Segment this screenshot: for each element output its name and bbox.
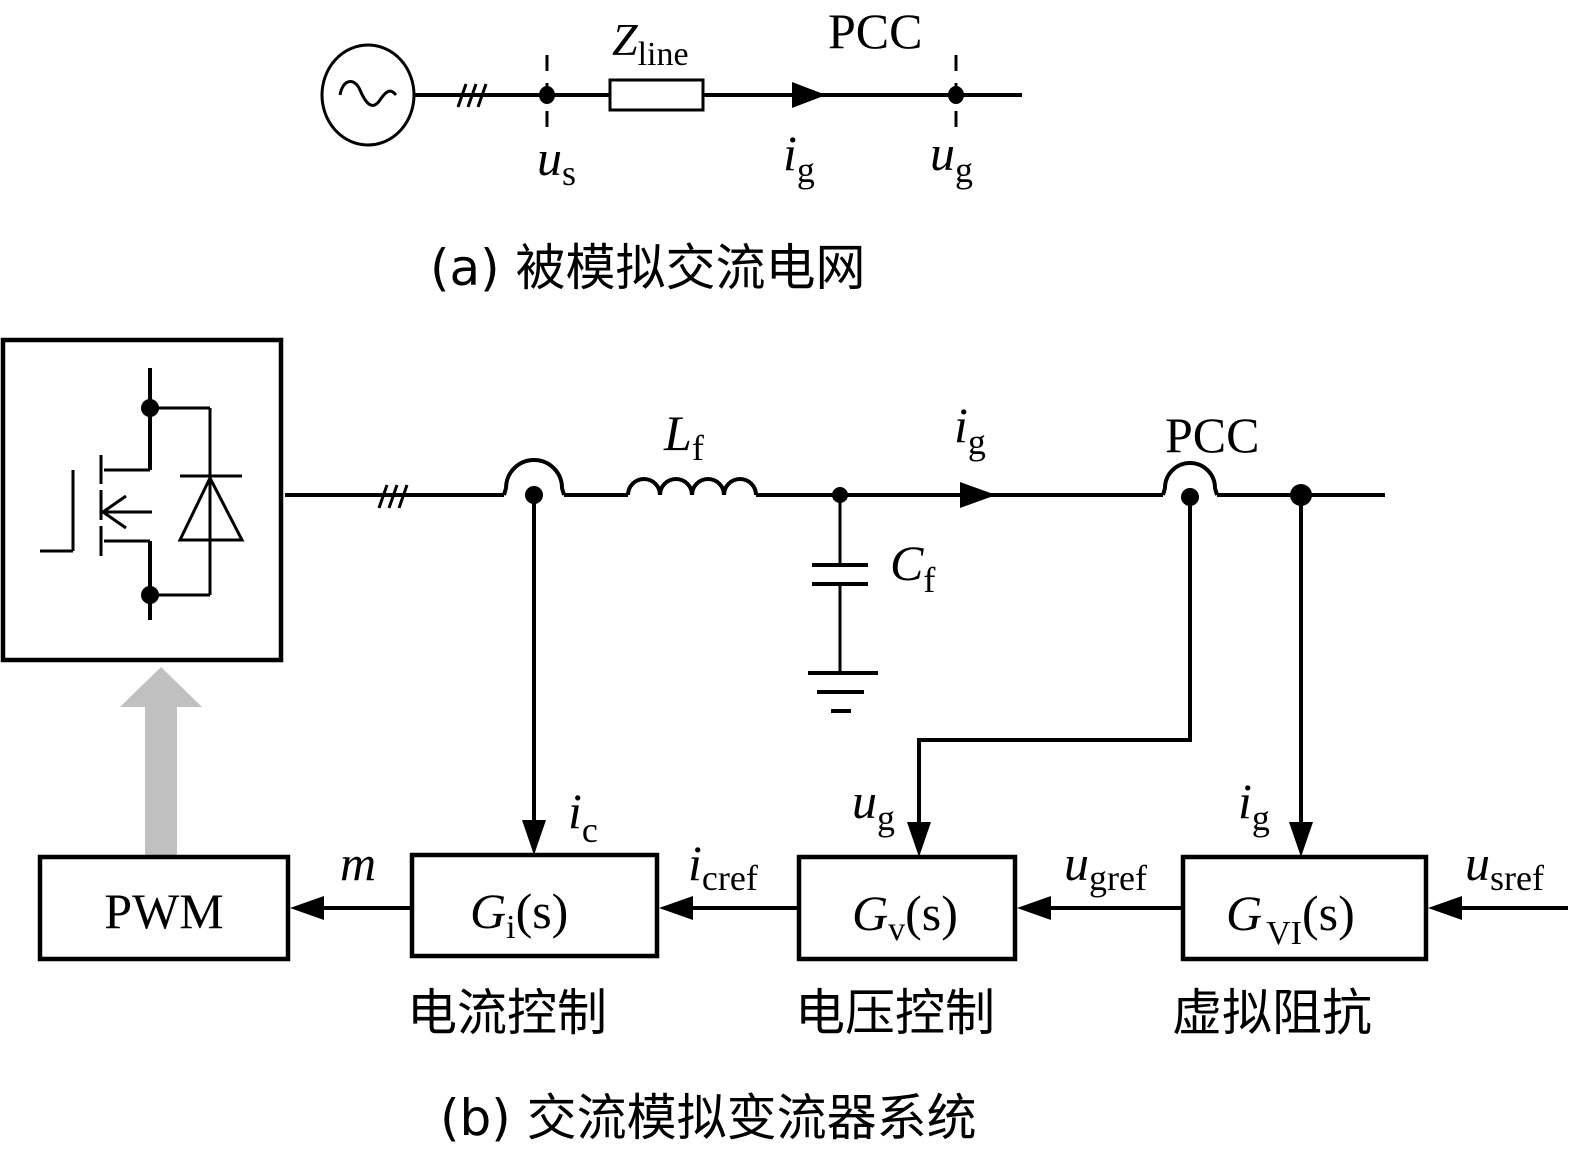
inductor-lf-icon (626, 477, 758, 496)
mosfet-with-diode-icon (40, 368, 245, 620)
usref-arrow-icon (1428, 896, 1462, 920)
three-phase-mark-icon (456, 83, 488, 108)
ugref-label: ugref (1064, 835, 1147, 898)
ig-label-a: ig (783, 125, 815, 190)
us-node (539, 86, 555, 104)
pcc-sensor-icon (1161, 461, 1219, 496)
pwm-label: PWM (104, 883, 223, 939)
m-label: m (340, 835, 376, 891)
zline-label: Zline (612, 14, 689, 73)
current-controller-block: Gi(s) (409, 852, 660, 959)
current-control-caption: 电流控制 (407, 984, 607, 1042)
cf-label: Cf (890, 535, 935, 600)
converter-box (0, 337, 284, 663)
caption-a: (a) 被模拟交流电网 (430, 239, 866, 297)
ig-fb-arrow-icon (1289, 822, 1313, 857)
usref-label: usref (1465, 835, 1544, 898)
voltage-control-caption: 电压控制 (795, 984, 995, 1042)
pwm-gate-signal-arrow-icon (120, 667, 202, 858)
icref-arrow-icon (659, 896, 693, 920)
ig-arrow-icon (792, 82, 826, 108)
pcc-label-a: PCC (828, 3, 923, 59)
pcc-label-b: PCC (1165, 407, 1260, 463)
ig-fb-label: ig (1238, 773, 1270, 838)
ic-sensor-icon (502, 458, 566, 496)
us-label: us (537, 130, 576, 193)
line-impedance-resistor (608, 78, 705, 112)
voltage-controller-block: Gv(s) (796, 854, 1018, 962)
icref-label: icref (688, 835, 758, 898)
ug-arrow-icon (907, 822, 931, 857)
ic-label: ic (568, 783, 598, 850)
pcc-node (948, 86, 964, 104)
pwm-block: PWM (37, 854, 291, 962)
ground-icon (808, 671, 878, 713)
sine-wave-icon (338, 80, 398, 107)
ac-source-icon (320, 43, 416, 147)
lf-label: Lf (663, 405, 704, 468)
ug-label-a: ug (930, 125, 973, 190)
ug-fb-label: ug (852, 773, 895, 838)
ug-feedback-wire (917, 497, 1192, 822)
ic-arrow-icon (522, 820, 546, 855)
virtual-impedance-caption: 虚拟阻抗 (1172, 984, 1372, 1042)
gi-label: Gi(s) (470, 883, 568, 946)
ig-arrow-icon (960, 482, 996, 508)
gv-label: Gv(s) (852, 885, 958, 948)
m-arrow-icon (290, 896, 324, 920)
ugref-arrow-icon (1017, 896, 1051, 920)
three-phase-mark-icon (377, 484, 409, 509)
panel-b-converter-system: PWM Gi(s) Gv(s) GVI(s) Lf ig PCC Cf ic u… (0, 337, 1568, 1147)
panel-a-grid-circuit: Zline PCC us ig ug (a) 被模拟交流电网 (320, 3, 1022, 297)
ig-label-b: ig (954, 397, 986, 462)
caption-b: (b) 交流模拟变流器系统 (440, 1089, 977, 1147)
